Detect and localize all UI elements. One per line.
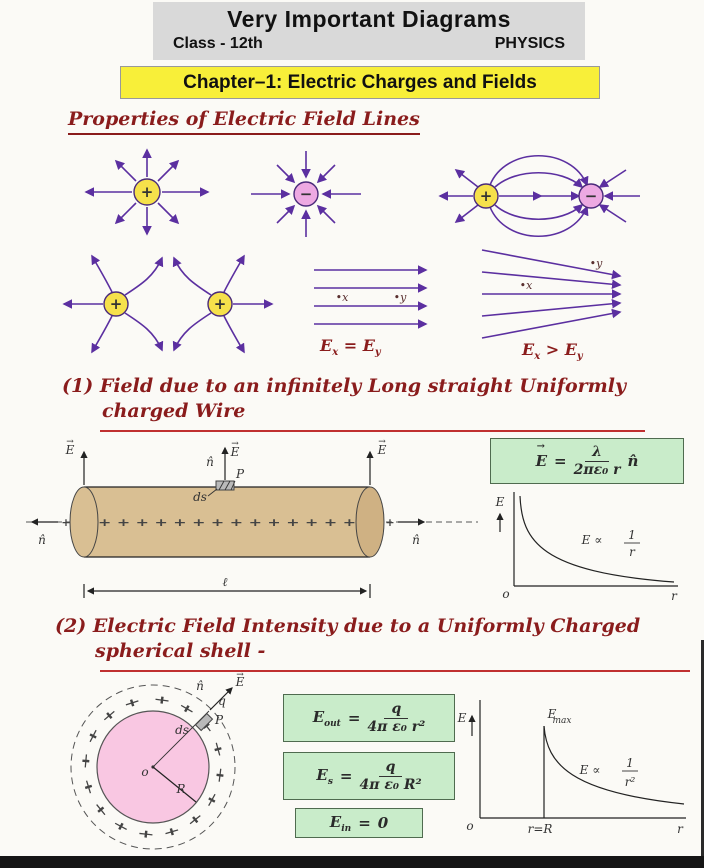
diagram-negative-charge-field: − [251, 151, 361, 237]
positive-charge [103, 291, 129, 317]
e-vector-label: E [65, 443, 75, 457]
inverse-r-squared-curve [543, 725, 685, 805]
plus-sign: + [480, 187, 493, 205]
origin-label: o [466, 819, 473, 833]
uniform-field-equation: Ex = Ey [320, 336, 381, 359]
subject-label: PHYSICS [494, 35, 565, 52]
negative-charge [578, 183, 604, 209]
diagram-positive-charge-field: + [84, 148, 210, 236]
point-y-label: •y [394, 291, 407, 304]
point-x-label: •x [520, 279, 533, 292]
diagram-dipole-field: + − [438, 155, 640, 237]
plus-sign: + [214, 295, 227, 313]
fraction-numerator: 1 [626, 756, 634, 770]
x-axis-label: r [677, 822, 684, 836]
point-p-label: P [214, 713, 224, 727]
e-vector-label: E [377, 443, 387, 457]
e-vector-label: E [230, 445, 240, 459]
properties-heading: Properties of Electric Field Lines [68, 108, 420, 135]
plus-charge-mark: + [385, 516, 394, 529]
gaussian-surface [70, 684, 236, 850]
fraction-numerator: 1 [628, 528, 636, 542]
graph-E-vs-r-wire: E o r E ∝ 1 r [495, 492, 678, 603]
x-axis-label: r [671, 589, 678, 603]
point-p-label: P [235, 467, 245, 481]
diagram-two-positive-charges: + + [62, 254, 274, 354]
ds-label: ds [175, 723, 189, 737]
class-label: Class - 12th [173, 35, 263, 52]
cylinder-right-cap [355, 486, 385, 558]
nonuniform-field-equation: Ex > Ey [522, 340, 583, 363]
positive-charge [473, 183, 499, 209]
section2-underline [100, 670, 690, 672]
y-axis-label: E [457, 711, 467, 725]
positive-charge [207, 291, 233, 317]
fraction-denominator: r² [625, 775, 636, 789]
diagram-uniform-field: •x •y [314, 265, 428, 329]
minus-sign: − [300, 185, 313, 203]
vector-arrow: → [378, 437, 386, 447]
e-max-label: E [547, 707, 557, 721]
length-label: ℓ [223, 575, 228, 589]
r-equals-R-label: r=R [528, 822, 553, 836]
fraction-denominator: r [629, 545, 636, 559]
vector-arrow: → [231, 439, 239, 449]
n-hat-label: n̂ [412, 533, 420, 547]
radius-R-label: R [175, 782, 185, 796]
section1-heading: (1) Field due to an infinitely Long stra… [62, 375, 627, 423]
gaussian-cylinder [84, 487, 370, 557]
cylinder-left-cap [69, 486, 99, 558]
line-charge-marks: + + + + + + + + + + + + + + [98, 516, 356, 529]
graph-E-vs-r-shell: E E max E ∝ 1 r² o r=R r [457, 700, 686, 836]
inverse-r-curve [519, 495, 675, 583]
plus-sign: + [110, 295, 123, 313]
minus-sign: − [585, 187, 598, 205]
section2-heading: (2) Electric Field Intensity due to a Un… [55, 615, 641, 663]
page-title: Very Important Diagrams [227, 6, 511, 32]
vector-arrow: → [66, 437, 74, 447]
negative-charge [293, 181, 319, 207]
e-max-sub: max [553, 716, 572, 726]
page-edge-bar [0, 856, 704, 868]
diagram-nonuniform-field: •x •y [481, 249, 622, 339]
diagram-charged-shell: + + + + + + + + + + + + + + + + o R E → … [70, 670, 245, 850]
plus-sign: + [141, 183, 154, 201]
vector-arrow: → [236, 670, 244, 680]
ds-label: ds [193, 490, 207, 504]
chapter-title: Chapter–1: Electric Charges and Fields [120, 66, 600, 99]
page-edge-right [701, 640, 704, 868]
section1-underline [100, 430, 645, 432]
center-label: o [141, 765, 148, 779]
proportionality-label: E ∝ [581, 533, 603, 547]
e-vector-label: E [235, 675, 245, 689]
n-hat-label: n̂ [38, 533, 46, 547]
formula-e-inside: Ein = 0 [295, 808, 423, 838]
origin-label: o [502, 587, 509, 601]
surface-element-ds [194, 712, 214, 732]
header: Very Important Diagrams Class - 12th PHY… [153, 2, 585, 60]
point-x-label: •x [336, 291, 349, 304]
diagram-charged-wire: + + + + + + + + + + + + + + + n̂ + n̂ E … [26, 437, 478, 598]
y-axis-label: E [495, 495, 505, 509]
n-hat-label: n̂ [206, 455, 214, 469]
charge-q-label: q [218, 694, 226, 708]
proportionality-label: E ∝ [579, 763, 601, 777]
positive-charge [133, 178, 161, 206]
plus-charge-mark: + [61, 516, 70, 529]
point-y-label: •y [590, 257, 603, 270]
n-hat-label: n̂ [196, 679, 204, 693]
